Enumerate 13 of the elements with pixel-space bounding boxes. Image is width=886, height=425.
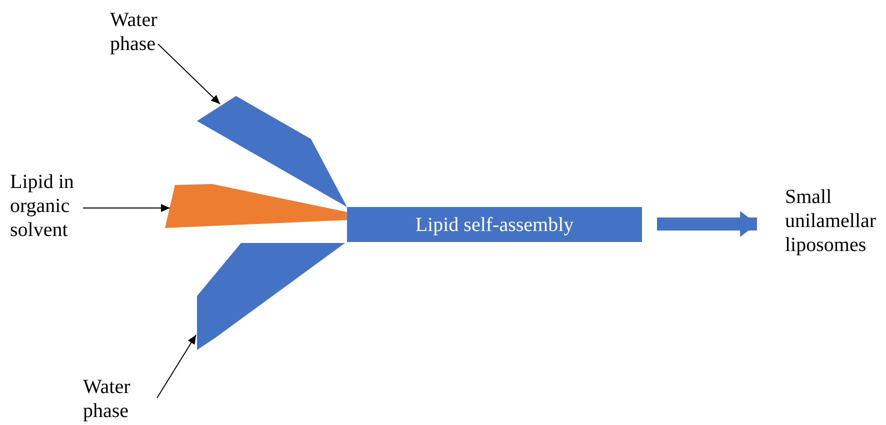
product-label: Small unilamellar liposomes xyxy=(785,185,885,257)
channel-box xyxy=(347,207,642,242)
channel-label: Lipid self-assembly xyxy=(415,212,574,236)
arrow xyxy=(82,204,170,212)
arrow xyxy=(156,334,196,398)
channel-shape xyxy=(165,184,347,228)
arrow xyxy=(158,44,220,104)
inlet-label: Water phase xyxy=(83,375,143,423)
inlet-label: Water phase xyxy=(110,8,170,56)
channel-shape xyxy=(197,243,345,350)
block-arrow xyxy=(657,211,757,237)
channel-shape xyxy=(197,96,347,207)
inlet-label: Lipid in organic solvent xyxy=(10,170,80,242)
